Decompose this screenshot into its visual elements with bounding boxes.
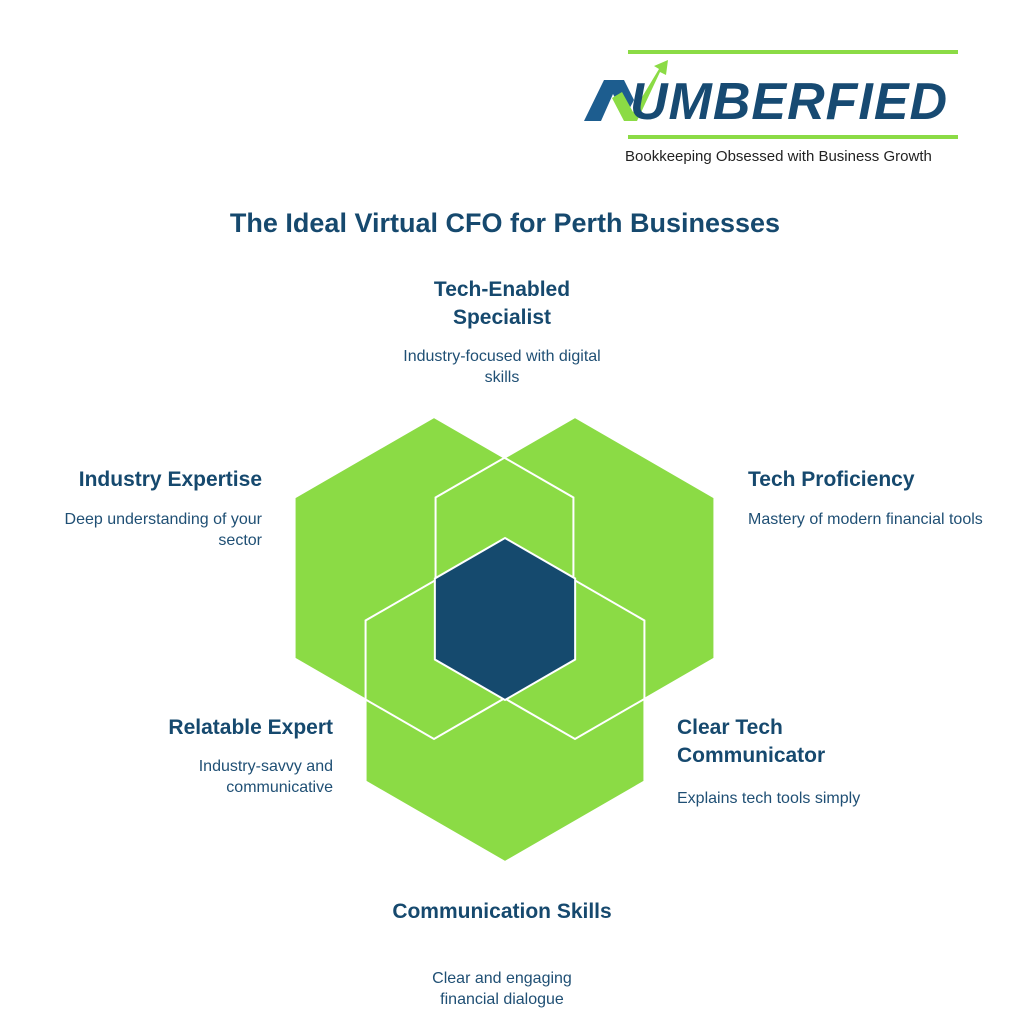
desc-tech-enabled-specialist: Industry-focused with digital skills <box>403 348 601 386</box>
desc-industry-expertise: Deep understanding of your sector <box>64 511 262 549</box>
label-tech-proficiency: Tech Proficiency <box>748 468 915 491</box>
logo-top-rule <box>628 50 958 54</box>
logo-arrow-icon <box>612 60 668 121</box>
hex-center-ideal-cfo <box>433 536 577 702</box>
hex-industry-expertise-outline <box>293 415 575 741</box>
desc-clear-tech-communicator: Explains tech tools simply <box>677 790 861 807</box>
label-communication-skills: Communication Skills <box>392 900 612 923</box>
label-clear-tech-communicator: Clear Tech Communicator <box>677 716 826 767</box>
hex-tech-proficiency-outline <box>434 415 716 741</box>
desc-tech-proficiency: Mastery of modern financial tools <box>748 511 983 528</box>
desc-relatable-expert: Industry-savvy and communicative <box>198 758 333 796</box>
logo-bottom-rule <box>628 135 958 139</box>
label-tech-enabled-specialist: Tech-Enabled Specialist <box>433 278 571 329</box>
label-relatable-expert: Relatable Expert <box>168 716 333 739</box>
hex-communication-skills-outline <box>364 538 646 864</box>
logo-tagline: Bookkeeping Obsessed with Business Growt… <box>625 148 932 165</box>
page-title: The Ideal Virtual CFO for Perth Business… <box>229 208 781 238</box>
logo-n-left-icon <box>584 80 634 121</box>
logo-wordmark: UMBERFIED <box>630 73 949 131</box>
label-industry-expertise: Industry Expertise <box>78 468 262 491</box>
desc-communication-skills: Clear and engaging financial dialogue <box>432 970 572 1008</box>
